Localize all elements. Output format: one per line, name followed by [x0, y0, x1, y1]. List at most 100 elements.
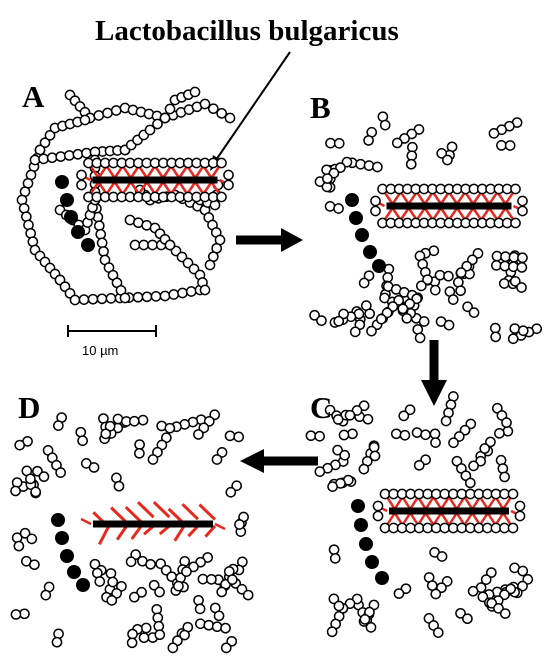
capsule-cocci [370, 183, 528, 229]
coccus-cell [507, 488, 519, 500]
coccus-cell [30, 486, 42, 498]
coccus-cell [76, 179, 87, 191]
coccus-cell [207, 103, 219, 115]
coccus-cell [455, 267, 467, 278]
streptococcus-chain [55, 175, 95, 252]
coccus-cell [338, 308, 349, 320]
streptococcus-cell [60, 549, 74, 563]
coccus-cell [140, 622, 152, 634]
coccus-cell [359, 614, 371, 625]
figure-title: Lactobacillus bulgaricus [95, 15, 399, 47]
coccus-cell [309, 309, 320, 321]
coccus-cell [332, 414, 344, 425]
free-cocci [10, 409, 254, 654]
coccus-cell [448, 437, 459, 449]
coccus-cell [220, 622, 231, 634]
coccus-cell [358, 277, 370, 289]
fibril [210, 181, 221, 195]
capsule-cocci [76, 157, 234, 203]
coccus-cell [426, 580, 438, 591]
fibril [440, 496, 451, 510]
streptococcus-cell [363, 245, 377, 259]
coccus-cell [499, 608, 511, 619]
coccus-cell [128, 415, 140, 427]
arrow-c-to-d [240, 449, 318, 473]
coccus-cell [442, 154, 453, 166]
coccus-cell [206, 574, 217, 585]
coccus-cell [226, 574, 238, 585]
coccus-cell [148, 579, 160, 591]
coccus-cell [443, 270, 454, 282]
coccus-cell [418, 316, 430, 327]
panel-letter-a: A [22, 79, 45, 114]
fibril [178, 165, 189, 179]
coccus-cell [159, 290, 171, 302]
coccus-cell [447, 294, 459, 305]
panel-letter-d: D [18, 390, 40, 425]
coccus-cell [213, 610, 225, 622]
coccus-cell [76, 169, 87, 181]
bacillus-rod [389, 507, 509, 515]
fibril [385, 496, 396, 510]
coccus-cell [194, 603, 206, 615]
streptococcus-cell [64, 210, 78, 224]
fibril [187, 524, 200, 538]
streptococcus-cell [372, 259, 386, 273]
coccus-cell [517, 205, 528, 217]
streptococcus-cell [60, 193, 74, 207]
coccus-cell [44, 129, 56, 141]
capsule-cocci [372, 488, 526, 534]
streptococcus-cell [55, 531, 69, 545]
coccus-cell [397, 303, 409, 315]
fibril [424, 512, 435, 526]
coccus-cell [358, 463, 370, 475]
coccus-cell [399, 429, 411, 441]
fibril [210, 165, 221, 179]
coccus-cell [366, 325, 377, 337]
coccus-cell [440, 415, 452, 427]
coccus-cell [96, 293, 108, 305]
coccus-cell [10, 609, 22, 620]
streptococcus-cell [355, 228, 369, 242]
fibril [383, 207, 394, 221]
coccus-cell [164, 239, 176, 251]
coccus-cell [339, 449, 351, 461]
coccus-cell [372, 510, 384, 522]
coccus-cell [11, 477, 23, 488]
coccus-cell [13, 540, 25, 552]
fibril [130, 525, 143, 540]
coccus-cell [216, 157, 227, 169]
coccus-cell [81, 147, 92, 159]
free-cocci [305, 391, 534, 638]
coccus-cell [193, 594, 204, 606]
coccus-cell [223, 179, 234, 191]
coccus-cell [372, 500, 384, 512]
coccus-cell [510, 183, 521, 195]
fibril [440, 512, 451, 526]
coccus-cell [414, 332, 426, 344]
coccus-cell [94, 576, 106, 587]
fibril [178, 181, 189, 195]
streptococcus-cell [345, 193, 359, 207]
coccus-cell [224, 112, 236, 124]
coccus-cell [69, 294, 81, 306]
streptococcus-cell [76, 578, 90, 592]
coccus-cell [147, 239, 158, 251]
coccus-cell [55, 151, 67, 162]
coccus-cell [154, 586, 165, 598]
coccus-cell [422, 274, 433, 286]
streptococcus-cell [51, 513, 65, 527]
coccus-cell [436, 148, 448, 159]
panel-a [16, 86, 236, 306]
coccus-cell [314, 430, 325, 442]
fibril [463, 512, 474, 526]
coccus-cell [179, 629, 190, 641]
coccus-cell [134, 439, 145, 450]
fibril [214, 522, 226, 531]
fibril [198, 503, 217, 521]
coccus-cell [10, 485, 21, 497]
coccus-cell [316, 315, 327, 326]
streptococcus-cell [55, 175, 69, 189]
coccus-cell [181, 566, 192, 577]
coccus-cell [333, 600, 345, 612]
